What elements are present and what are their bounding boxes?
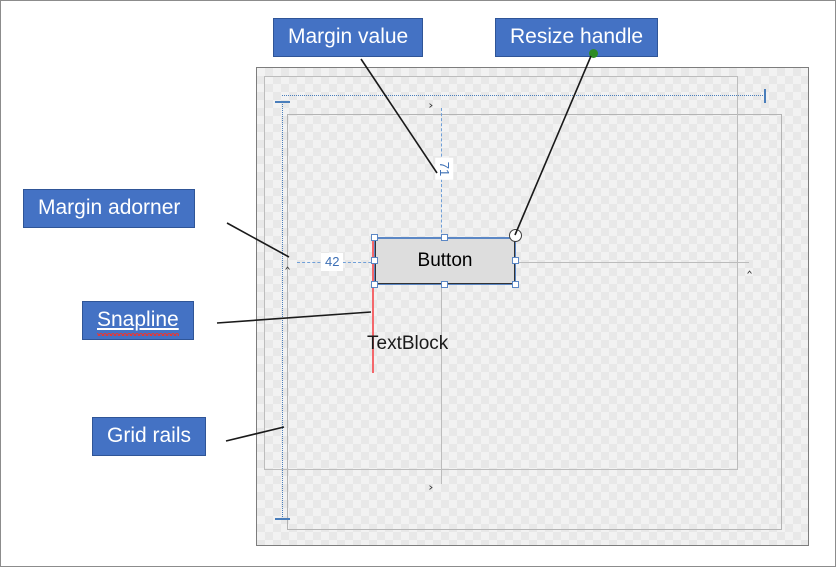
grid-rail-left[interactable] <box>282 101 283 519</box>
designer-button-control[interactable]: Button <box>375 238 515 284</box>
callout-margin-value-label: Margin value <box>288 25 409 48</box>
callout-grid-rails-label: Grid rails <box>107 424 192 447</box>
margin-value-left[interactable]: 42 <box>321 253 344 271</box>
chain-link-open-icon-bottom[interactable]: ‸ <box>429 484 448 491</box>
margin-value-top[interactable]: 71 <box>435 157 454 181</box>
alignment-guide-horizontal <box>514 262 749 263</box>
layout-frame-inner <box>264 76 738 470</box>
designer-textblock-control[interactable]: TextBlock <box>367 333 449 354</box>
callout-resize-handle: Resize handle <box>495 18 659 57</box>
resize-handle-middle-right[interactable] <box>512 257 519 264</box>
resize-handle-middle-left[interactable] <box>371 257 378 264</box>
margin-adorner-chain-icon-left[interactable]: ‸ <box>285 252 291 270</box>
margin-line-left <box>297 262 412 263</box>
chain-link-open-icon-right[interactable]: ‸ <box>747 256 753 274</box>
callout-connector-dot-green <box>589 49 598 58</box>
snapline-indicator <box>372 238 374 373</box>
callout-margin-value: Margin value <box>273 18 424 57</box>
resize-handle-top-left[interactable] <box>371 234 378 241</box>
grid-rail-left-bottom-cap <box>275 518 290 520</box>
callout-grid-rails: Grid rails <box>92 417 207 456</box>
alignment-guide-vertical <box>441 264 442 484</box>
margin-line-top <box>441 108 442 258</box>
grid-rail-left-top-cap <box>275 101 290 103</box>
callout-margin-adorner-label: Margin adorner <box>38 196 181 219</box>
chain-link-icon-top[interactable]: ‸ <box>429 102 448 109</box>
resize-handle-top-center[interactable] <box>441 234 448 241</box>
circle-rotate-handle-icon[interactable] <box>509 229 522 242</box>
resize-handle-bottom-center[interactable] <box>441 281 448 288</box>
callout-margin-adorner: Margin adorner <box>23 189 196 228</box>
resize-handle-bottom-right[interactable] <box>512 281 519 288</box>
design-surface[interactable]: ‸ ‸ ‸ ‸ 42 71 Button TextBlock <box>256 67 809 546</box>
callout-snapline-label: Snapline <box>97 308 179 331</box>
callout-snapline: Snapline <box>82 301 194 340</box>
callout-resize-handle-label: Resize handle <box>510 25 644 48</box>
grid-rail-top-right-cap <box>764 89 766 103</box>
resize-handle-bottom-left[interactable] <box>371 281 378 288</box>
grid-rail-top[interactable] <box>282 95 765 96</box>
